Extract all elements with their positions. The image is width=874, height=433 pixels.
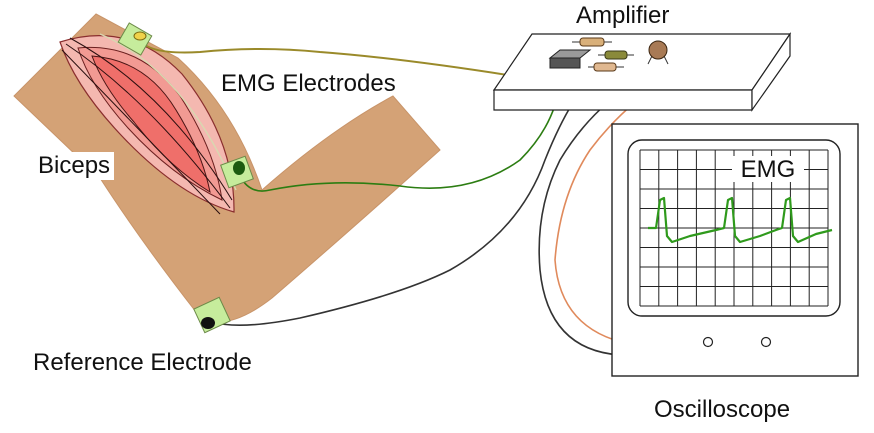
biceps-label: Biceps [34, 152, 115, 180]
wire-black-reference [211, 83, 587, 326]
emg-electrodes-label: EMG Electrodes [221, 70, 396, 97]
resistor-component [588, 62, 624, 72]
emg-electrode-lower [220, 155, 254, 189]
chip-component [548, 49, 592, 69]
input-jack-right [760, 336, 772, 348]
wire-yellow [139, 39, 515, 77]
biceps-muscle [59, 33, 237, 215]
resistor-component [572, 37, 612, 47]
emg-signal-trace [648, 196, 833, 244]
screen-signal-label: EMG [741, 156, 796, 183]
oscilloscope-label: Oscilloscope [654, 396, 791, 423]
oscilloscope: EMG [611, 123, 859, 377]
reference-electrode [193, 296, 231, 334]
amplifier-label: Amplifier [576, 2, 670, 29]
amplifier-board [492, 32, 792, 112]
wire-green [239, 81, 561, 192]
emg-electrode-upper [117, 22, 153, 56]
reference-electrode-label: Reference Electrode [33, 349, 252, 376]
capacitor-component [647, 40, 669, 65]
resistor-component [598, 50, 634, 60]
screen-label-bg [732, 156, 804, 182]
input-jack-left [702, 336, 714, 348]
